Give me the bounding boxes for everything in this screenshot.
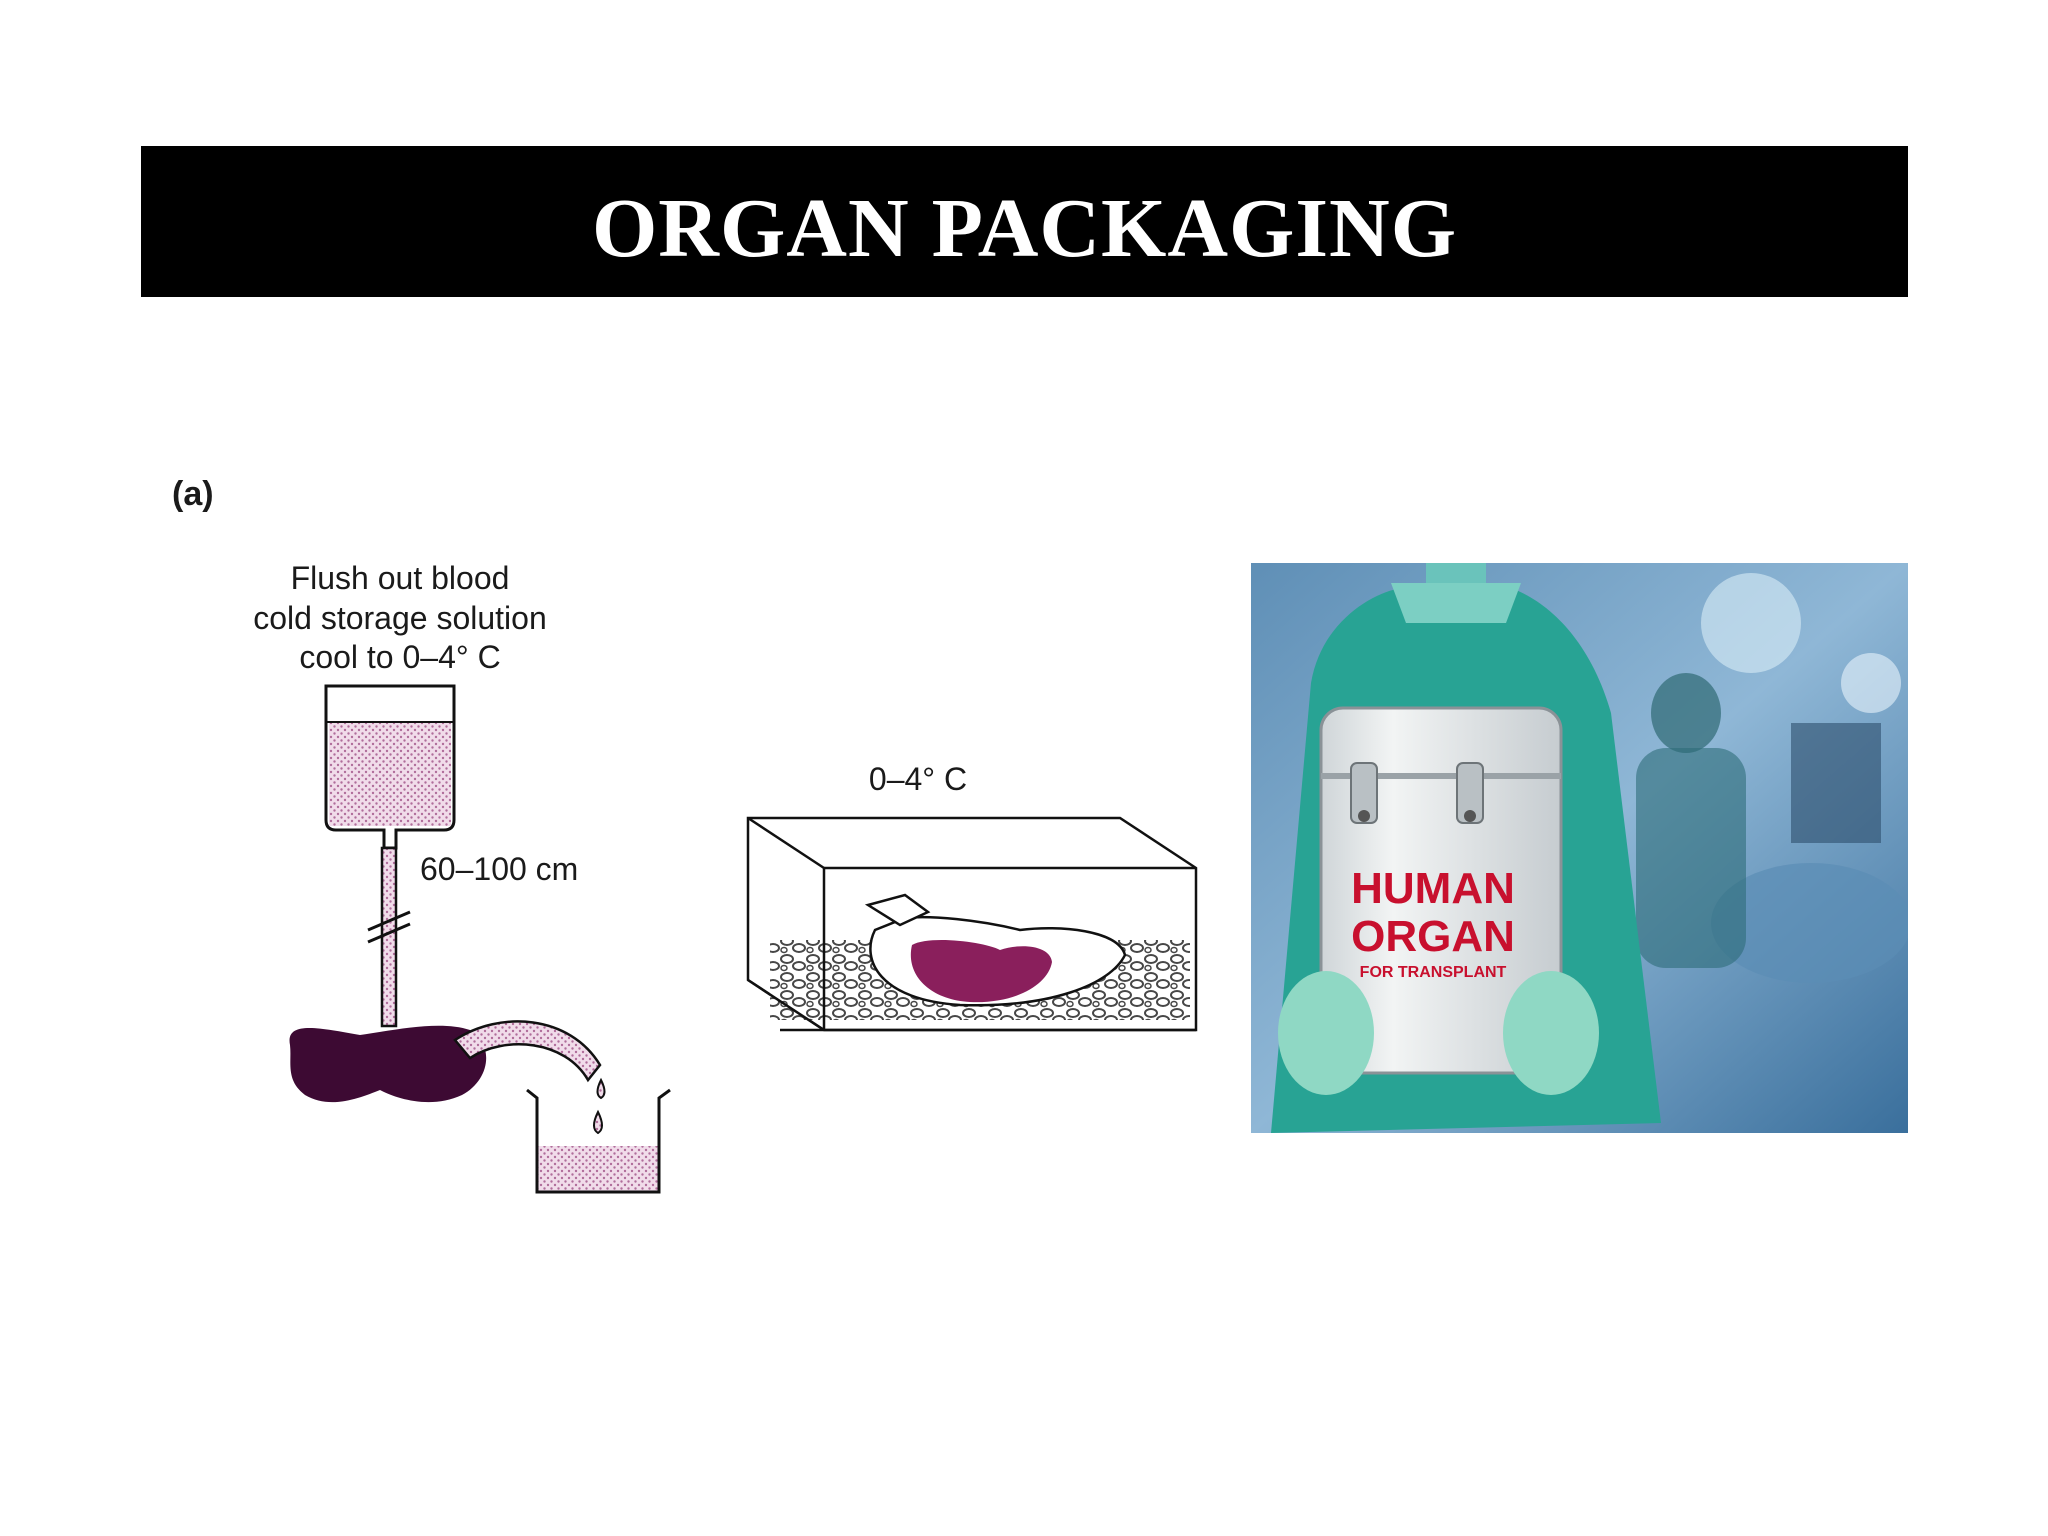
slide-title: ORGAN PACKAGING [591,182,1458,275]
drop-icon [596,1077,606,1100]
case-label-transplant: FOR TRANSPLANT [1360,964,1507,981]
outflow-tube [453,1020,602,1083]
case-label-organ: ORGAN [1351,912,1515,961]
solution-reservoir [324,684,456,850]
kidney-organ [289,1025,487,1103]
height-label: 60–100 cm [420,851,578,887]
perfusion-tube [367,846,411,1028]
cold-storage-box [746,816,1198,1032]
organ-transport-photo: HUMAN ORGAN FOR TRANSPLANT [1251,563,1908,1133]
collection-beaker [526,1088,671,1194]
box-temp-label: 0–4° C [869,761,967,797]
flush-caption-line-3: cool to 0–4° C [299,639,500,675]
title-bar: ORGAN PACKAGING [141,146,1908,297]
flush-caption-line-2: cold storage solution [253,600,547,636]
panel-label: (a) [172,475,214,513]
drop-icon [593,1109,603,1135]
flush-caption-line-1: Flush out blood [291,560,510,596]
case-label-human: HUMAN [1351,864,1515,913]
